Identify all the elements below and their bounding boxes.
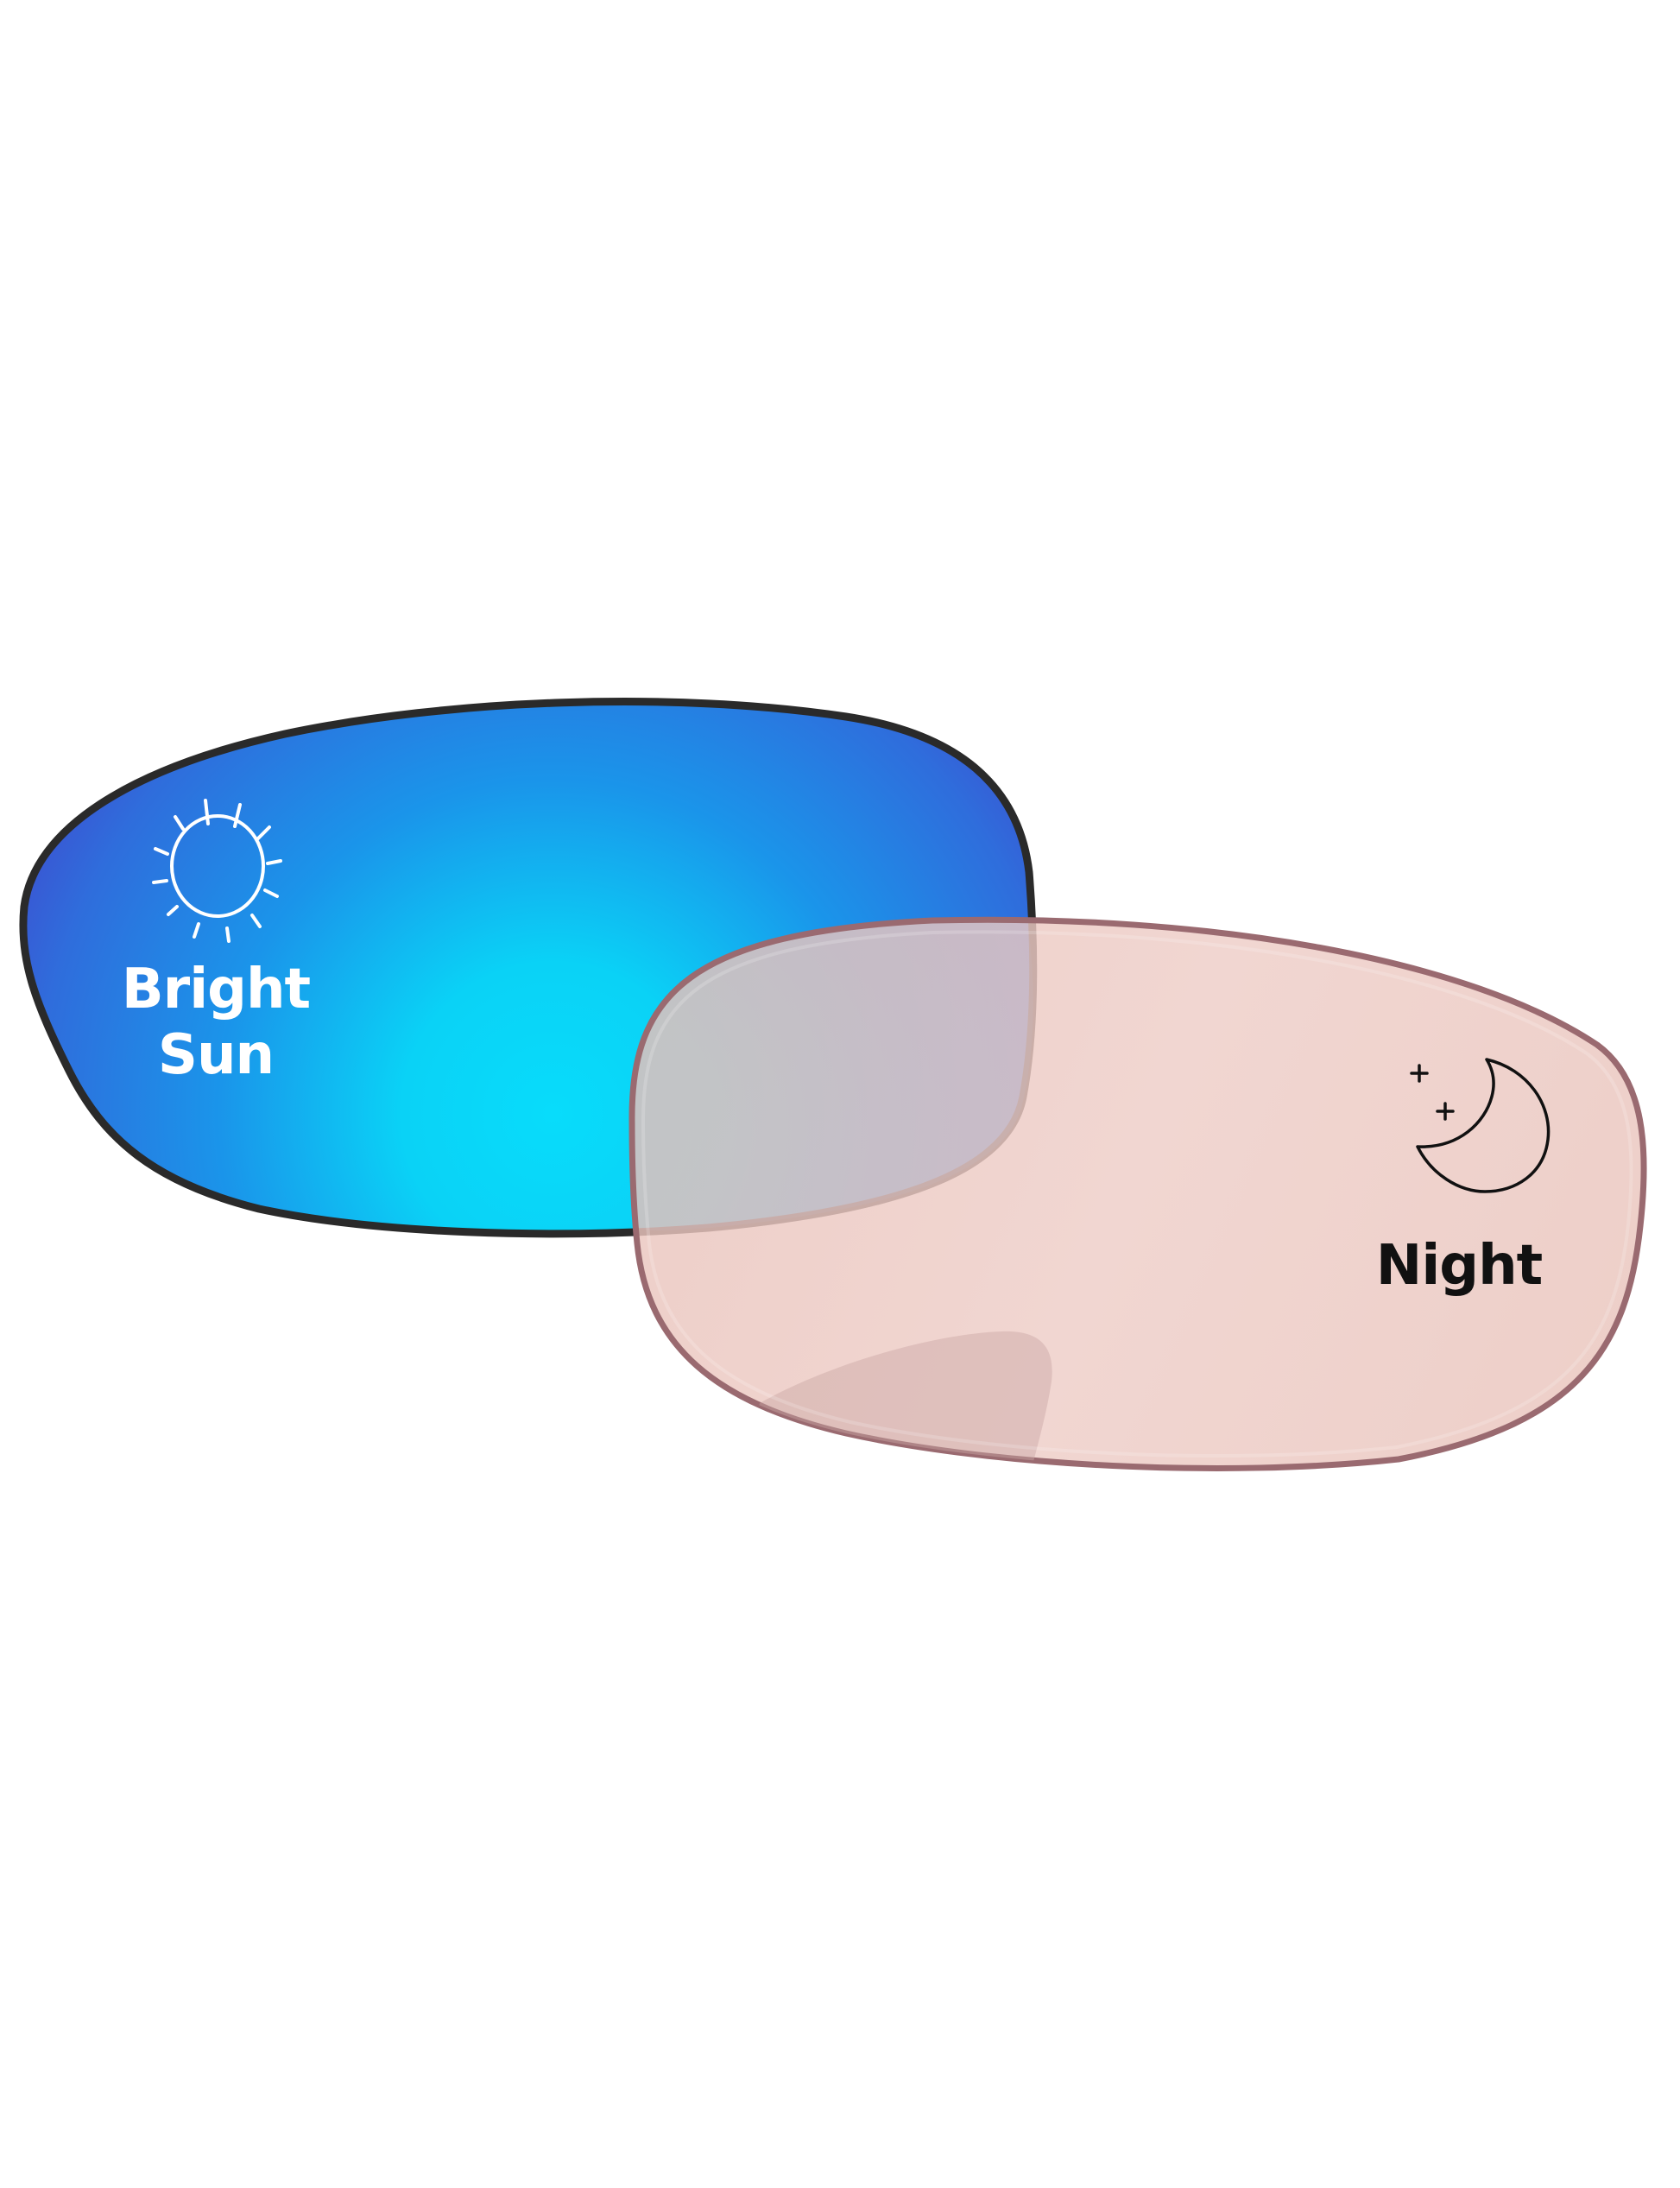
bright-sun-label: Bright Sun: [86, 957, 345, 1088]
night-lens: [628, 916, 1647, 1471]
sun-icon: [152, 799, 282, 943]
moon-stars-icon: [1410, 1058, 1551, 1193]
night-lens-body: [628, 916, 1647, 1471]
night-label: Night: [1375, 1234, 1543, 1298]
bright-sun-label-line1: Bright: [121, 958, 311, 1021]
bright-sun-label-line2: Sun: [157, 1023, 275, 1087]
night-lens-inner-rim: [641, 930, 1633, 1458]
